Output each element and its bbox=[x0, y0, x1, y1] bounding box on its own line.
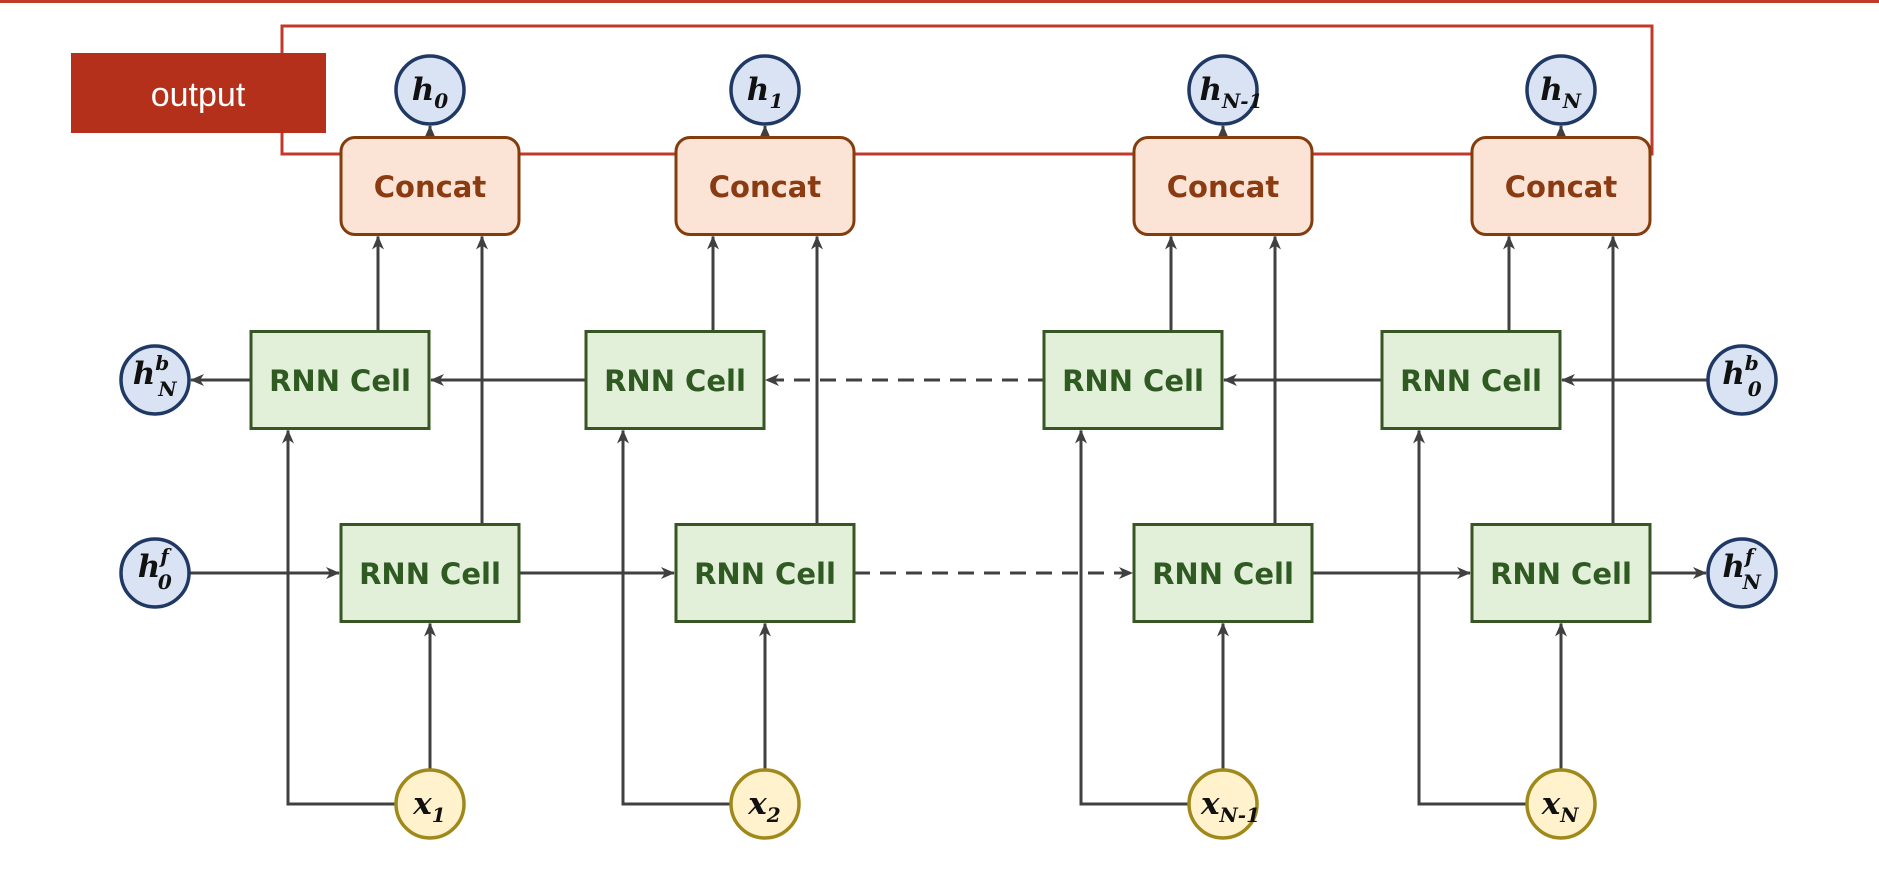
input-node-3-circle bbox=[1525, 768, 1597, 840]
backward-rnn-cell-label-0: RNN Cell bbox=[269, 364, 411, 398]
arrow-input-to-backward-0 bbox=[282, 429, 396, 806]
backward-rnn-cell-1 bbox=[584, 330, 766, 430]
output-node-0-circle bbox=[394, 54, 466, 126]
backward-rnn-cell-label-1: RNN Cell bbox=[604, 364, 746, 398]
input-node-1-label-symbol: x bbox=[747, 786, 767, 822]
output-node-1-circle bbox=[729, 54, 801, 126]
output-group-box bbox=[280, 24, 1654, 156]
forward-rnn-cell-0 bbox=[339, 523, 521, 623]
concat-label-2: Concat bbox=[1167, 170, 1280, 204]
backward-rnn-cell-0 bbox=[249, 330, 431, 430]
backward-start-state-label-symbol: h bbox=[1722, 356, 1745, 392]
output-label: output bbox=[151, 76, 246, 114]
input-node-3-label-symbol: x bbox=[1541, 786, 1561, 822]
forward-rnn-cell-label-0: RNN Cell bbox=[359, 557, 501, 591]
concat-label-0: Concat bbox=[374, 170, 487, 204]
backward-end-state-label-symbol: h bbox=[133, 356, 156, 392]
arrow-input-to-backward-3 bbox=[1413, 429, 1527, 806]
arrow-input-to-backward-2 bbox=[1075, 429, 1189, 806]
forward-start-state-label-symbol: h bbox=[138, 549, 161, 585]
backward-end-state-label-superscript: b bbox=[155, 351, 169, 375]
input-node-0-label-subscript: 1 bbox=[432, 803, 446, 827]
backward-rnn-cell-label-3: RNN Cell bbox=[1400, 364, 1542, 398]
output-node-2-label-subscript: N-1 bbox=[1221, 89, 1263, 113]
input-node-2-label-text: xN-1 bbox=[1200, 786, 1260, 827]
backward-rnn-cell-2 bbox=[1042, 330, 1224, 430]
concat-box-1 bbox=[674, 136, 856, 236]
input-node-0-circle bbox=[394, 768, 466, 840]
output-node-0-label-subscript: 0 bbox=[434, 89, 448, 113]
input-node-2-label: xN-1 bbox=[1200, 786, 1260, 827]
input-node-1-label-subscript: 2 bbox=[766, 803, 781, 827]
input-node-1-circle bbox=[729, 768, 801, 840]
output-node-3-label-symbol: h bbox=[1540, 72, 1563, 108]
forward-start-state-circle bbox=[119, 537, 191, 609]
backward-end-state-label-subscript: N bbox=[157, 377, 177, 401]
input-node-3-label-subscript: N bbox=[1559, 803, 1579, 827]
forward-end-state-circle bbox=[1706, 537, 1778, 609]
input-node-1-label-text: x2 bbox=[747, 786, 780, 827]
output-node-2-label: hN-1 bbox=[1199, 72, 1262, 113]
arrow-input-to-backward-1 bbox=[617, 429, 731, 806]
output-node-0-label: h0 bbox=[412, 72, 449, 113]
backward-end-state-circle bbox=[119, 344, 191, 416]
input-node-2-label-symbol: x bbox=[1200, 786, 1220, 822]
output-node-0-label-symbol: h bbox=[412, 72, 435, 108]
output-node-3-label: hN bbox=[1540, 72, 1582, 113]
input-node-3-label-text: xN bbox=[1541, 786, 1579, 827]
concat-label-1: Concat bbox=[709, 170, 822, 204]
backward-start-state-circle bbox=[1706, 344, 1778, 416]
input-node-2-label-subscript: N-1 bbox=[1218, 803, 1260, 827]
output-node-1-label-symbol: h bbox=[747, 72, 770, 108]
concat-box-0 bbox=[339, 136, 521, 236]
input-node-3-label: xN bbox=[1541, 786, 1579, 827]
forward-rnn-cell-label-2: RNN Cell bbox=[1152, 557, 1294, 591]
output-node-2-label-text: hN-1 bbox=[1199, 72, 1262, 113]
output-node-0-label-text: h0 bbox=[412, 72, 449, 113]
output-node-3-circle bbox=[1525, 54, 1597, 126]
forward-start-state-label-subscript: 0 bbox=[158, 570, 172, 594]
concat-box-3 bbox=[1470, 136, 1652, 236]
forward-start-state-label-superscript: f bbox=[158, 544, 172, 568]
input-node-2-circle bbox=[1187, 768, 1259, 840]
forward-rnn-cell-3 bbox=[1470, 523, 1652, 623]
concat-label-3: Concat bbox=[1505, 170, 1618, 204]
input-node-0-label-symbol: x bbox=[412, 786, 432, 822]
output-node-1-label: h1 bbox=[747, 72, 783, 113]
forward-rnn-cell-label-1: RNN Cell bbox=[694, 557, 836, 591]
output-node-1-label-subscript: 1 bbox=[769, 89, 783, 113]
input-node-1-label: x2 bbox=[747, 786, 780, 827]
backward-start-state-label-subscript: 0 bbox=[1748, 377, 1762, 401]
input-node-0-label-text: x1 bbox=[412, 786, 445, 827]
output-node-2-label-symbol: h bbox=[1199, 72, 1222, 108]
forward-end-state-label-superscript: f bbox=[1743, 544, 1757, 568]
forward-rnn-cell-1 bbox=[674, 523, 856, 623]
input-node-0-label: x1 bbox=[412, 786, 445, 827]
output-label-tag bbox=[71, 53, 326, 133]
backward-start-state-label-superscript: b bbox=[1745, 351, 1759, 375]
output-node-1-label-text: h1 bbox=[747, 72, 783, 113]
forward-end-state-label-subscript: N bbox=[1742, 570, 1762, 594]
forward-rnn-cell-2 bbox=[1132, 523, 1314, 623]
output-node-3-label-text: hN bbox=[1540, 72, 1582, 113]
forward-end-state-label-symbol: h bbox=[1722, 549, 1745, 585]
forward-rnn-cell-label-3: RNN Cell bbox=[1490, 557, 1632, 591]
output-node-2-circle bbox=[1187, 54, 1259, 126]
concat-box-2 bbox=[1132, 136, 1314, 236]
backward-rnn-cell-3 bbox=[1380, 330, 1562, 430]
backward-rnn-cell-label-2: RNN Cell bbox=[1062, 364, 1204, 398]
output-node-3-label-subscript: N bbox=[1562, 89, 1582, 113]
